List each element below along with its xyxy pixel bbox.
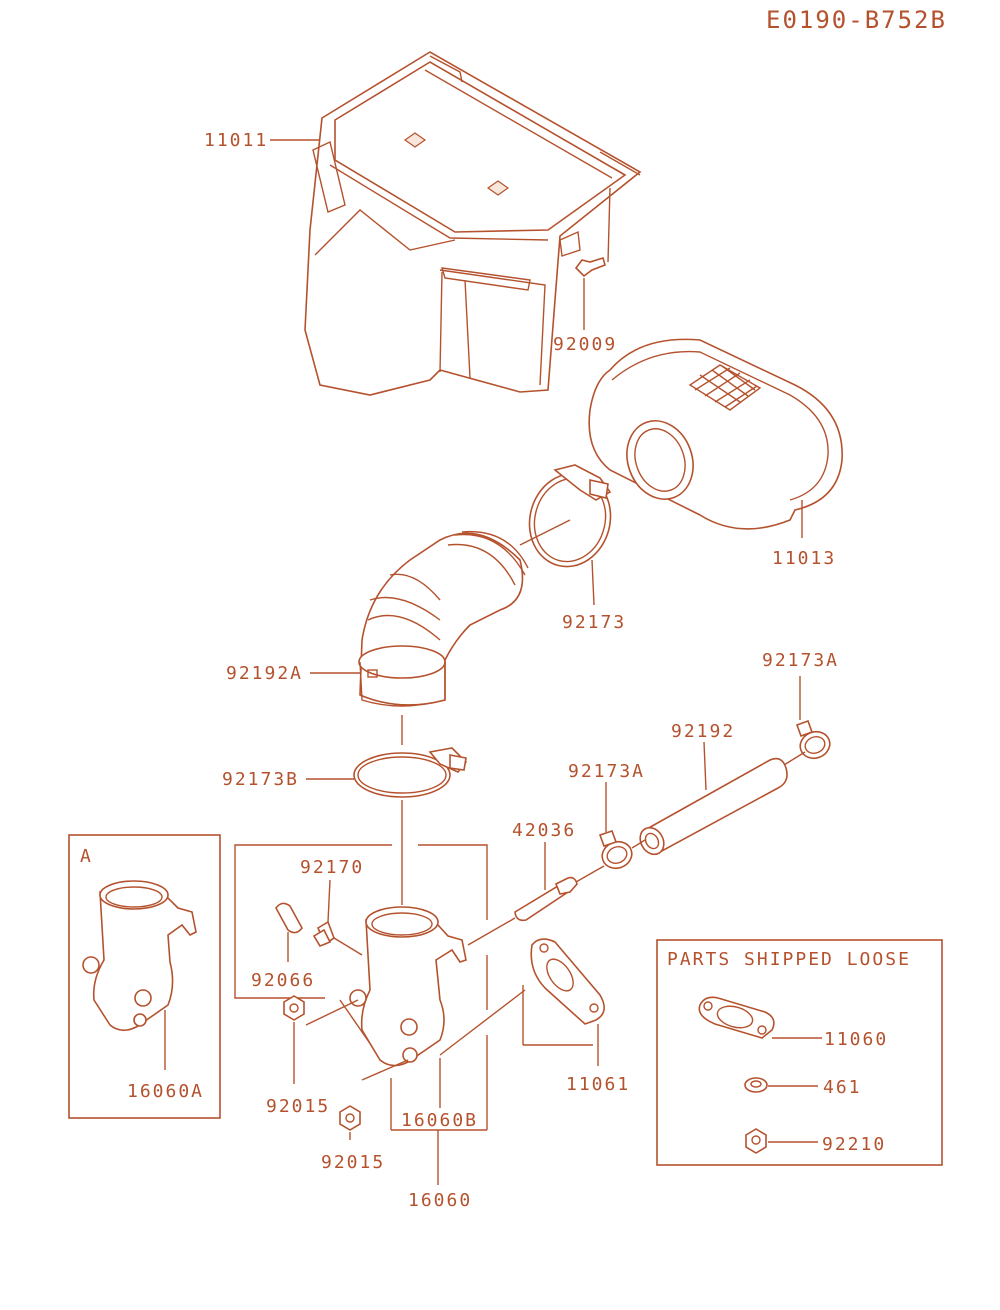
air-cleaner-cover <box>304 51 642 396</box>
label-92170: 92170 <box>300 857 364 878</box>
diagram-code: E0190-B752B <box>766 6 947 34</box>
label-11011: 11011 <box>204 130 268 151</box>
label-92192: 92192 <box>671 721 735 742</box>
hose-92192 <box>639 741 806 856</box>
nut-92210 <box>745 1128 818 1154</box>
gasket-11061 <box>530 938 605 1066</box>
nut-92015-b <box>339 989 526 1140</box>
label-16060: 16060 <box>408 1190 472 1211</box>
clamp-92173A-top <box>795 676 831 760</box>
fitting-92170 <box>312 879 363 956</box>
inset-a-box <box>68 834 221 1119</box>
label-92015-b: 92015 <box>321 1152 385 1173</box>
assembly-bracket-16060B <box>234 844 593 1185</box>
label-11061: 11061 <box>566 1074 630 1095</box>
elbow-duct-92192A <box>358 530 529 707</box>
label-16060B: 16060B <box>401 1110 478 1131</box>
inset-a-label: A <box>80 846 93 867</box>
label-92173A-top: 92173A <box>762 650 839 671</box>
label-11060: 11060 <box>824 1029 888 1050</box>
label-92210: 92210 <box>822 1134 886 1155</box>
label-92173A-mid: 92173A <box>568 761 645 782</box>
screw-92009 <box>574 187 611 330</box>
label-92066: 92066 <box>251 970 315 991</box>
label-42036: 42036 <box>512 820 576 841</box>
label-461: 461 <box>823 1077 862 1098</box>
nut-92015-a <box>283 995 359 1084</box>
fitting-42036 <box>467 842 605 946</box>
label-16060A: 16060A <box>127 1081 204 1102</box>
cap-92066 <box>275 902 303 962</box>
loose-parts-title: PARTS SHIPPED LOOSE <box>667 949 911 970</box>
washer-461 <box>744 1077 818 1093</box>
clamp-92173A-mid <box>598 782 646 870</box>
label-92173B: 92173B <box>222 769 299 790</box>
loose-parts-box <box>656 939 943 1166</box>
label-92015-a: 92015 <box>266 1096 330 1117</box>
clamp-92173B <box>353 747 468 798</box>
label-92009: 92009 <box>553 334 617 355</box>
label-92173: 92173 <box>562 612 626 633</box>
label-11013: 11013 <box>772 548 836 569</box>
gasket-11060 <box>698 996 822 1039</box>
label-92192A: 92192A <box>226 663 303 684</box>
intake-pipe-16060B <box>349 906 467 1108</box>
intake-pipe-16060A <box>82 880 197 1070</box>
clamp-92173 <box>519 464 612 606</box>
air-filter-element <box>588 338 843 538</box>
